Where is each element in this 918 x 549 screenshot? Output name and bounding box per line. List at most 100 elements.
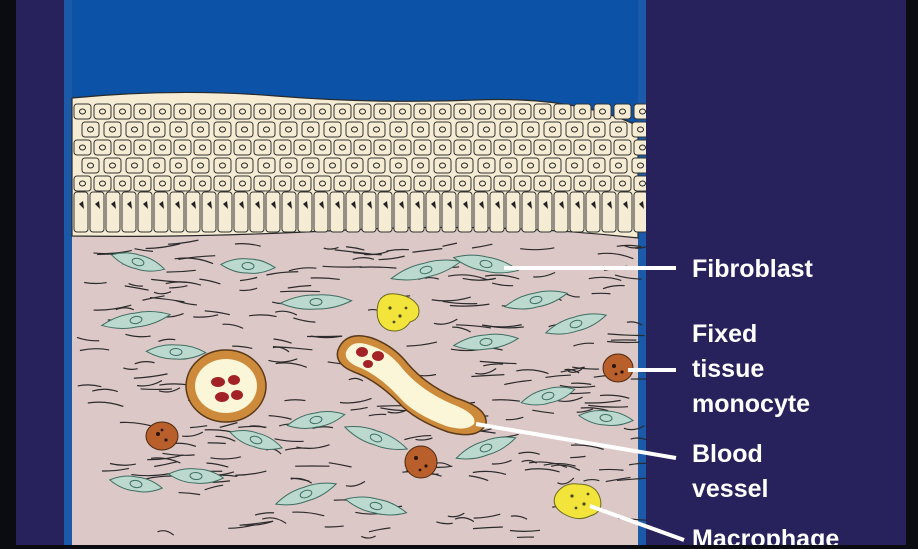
label-fibroblast: Fibroblast [692, 252, 813, 287]
columnar-cell [90, 192, 104, 232]
epithelial-cell [74, 176, 91, 191]
epithelial-cell [334, 176, 351, 191]
epithelial-cell [474, 140, 491, 155]
epithelial-cell [294, 104, 311, 119]
epithelial-cell [314, 140, 331, 155]
epithelial-cell [114, 140, 131, 155]
epithelial-cell [234, 140, 251, 155]
columnar-cell [410, 192, 424, 232]
columnar-cell [170, 192, 184, 232]
epithelial-cell [194, 140, 211, 155]
epithelial-cell [394, 140, 411, 155]
epithelial-cell [566, 158, 583, 173]
epithelial-cell [594, 140, 611, 155]
epithelial-cell [94, 176, 111, 191]
epithelial-cell [390, 158, 407, 173]
columnar-cell [298, 192, 312, 232]
slide: Fibroblast Fixed tissue monocyte Blood v… [16, 0, 906, 545]
epithelial-cell [414, 140, 431, 155]
epithelial-cell [274, 104, 291, 119]
epithelial-cell [374, 140, 391, 155]
epithelial-cell [434, 104, 451, 119]
epithelial-cell [214, 176, 231, 191]
epithelial-cell [634, 176, 651, 191]
epithelial-cell [390, 122, 407, 137]
epithelial-cell [434, 176, 451, 191]
epithelial-cell [74, 104, 91, 119]
epithelial-cell [302, 158, 319, 173]
epithelial-cell [346, 158, 363, 173]
epithelial-cell [494, 140, 511, 155]
epithelial-cell [192, 122, 209, 137]
epithelial-cell [314, 104, 331, 119]
epithelial-cell [314, 176, 331, 191]
columnar-cell [426, 192, 440, 232]
columnar-cell [522, 192, 536, 232]
epithelial-cell [632, 158, 649, 173]
columnar-cell [490, 192, 504, 232]
epithelial-cell [254, 140, 271, 155]
label-blood-vessel: Blood vessel [692, 437, 768, 507]
epithelial-cell [414, 176, 431, 191]
epithelial-cell [588, 158, 605, 173]
epithelial-cell [544, 158, 561, 173]
epithelial-cell [134, 140, 151, 155]
epithelial-cell [434, 122, 451, 137]
epithelial-cell [514, 104, 531, 119]
columnar-cell [282, 192, 296, 232]
columnar-cell [74, 192, 88, 232]
epithelial-cell [500, 158, 517, 173]
epithelial-cell [522, 158, 539, 173]
epithelial-cell [214, 158, 231, 173]
epithelial-cell [82, 158, 99, 173]
columnar-cell [474, 192, 488, 232]
epithelial-cell [214, 140, 231, 155]
epithelial-cell [394, 176, 411, 191]
epithelial-cell [334, 140, 351, 155]
epithelial-cell [494, 176, 511, 191]
epithelial-cell [126, 158, 143, 173]
epithelial-cell [368, 122, 385, 137]
epithelial-cell [274, 176, 291, 191]
epithelial-cell [104, 122, 121, 137]
epithelial-cell [354, 104, 371, 119]
epithelial-cell [500, 122, 517, 137]
monocyte-left [146, 422, 178, 450]
fiber [208, 443, 226, 444]
epithelial-cell [374, 104, 391, 119]
epithelial-cell [346, 122, 363, 137]
epithelial-cell [614, 104, 631, 119]
columnar-cell [266, 192, 280, 232]
epithelial-cell [534, 104, 551, 119]
monocyte-middle [405, 446, 437, 478]
epithelial-cell [522, 122, 539, 137]
epithelial-cell [634, 104, 651, 119]
epithelial-cell [456, 158, 473, 173]
epithelial-cell [368, 158, 385, 173]
epithelial-cell [154, 104, 171, 119]
blood-vessel-round [186, 350, 266, 422]
columnar-cell [362, 192, 376, 232]
epithelial-cell [594, 176, 611, 191]
epithelial-cell [148, 158, 165, 173]
epithelial-cell [434, 140, 451, 155]
epithelial-cell [280, 122, 297, 137]
epithelial-cell [94, 104, 111, 119]
columnar-cell [234, 192, 248, 232]
epithelial-cell [514, 140, 531, 155]
epithelial-cell [632, 122, 649, 137]
epithelial-cell [554, 104, 571, 119]
epithelial-cell [174, 140, 191, 155]
epithelial-cell [478, 158, 495, 173]
columnar-cell [506, 192, 520, 232]
epithelial-cell [214, 104, 231, 119]
epithelial-cell [114, 176, 131, 191]
epithelial-cell [174, 176, 191, 191]
columnar-cell [570, 192, 584, 232]
columnar-cell [346, 192, 360, 232]
epithelial-cell [454, 104, 471, 119]
columnar-cell [378, 192, 392, 232]
epithelial-cell [334, 104, 351, 119]
epithelial-cell [94, 140, 111, 155]
